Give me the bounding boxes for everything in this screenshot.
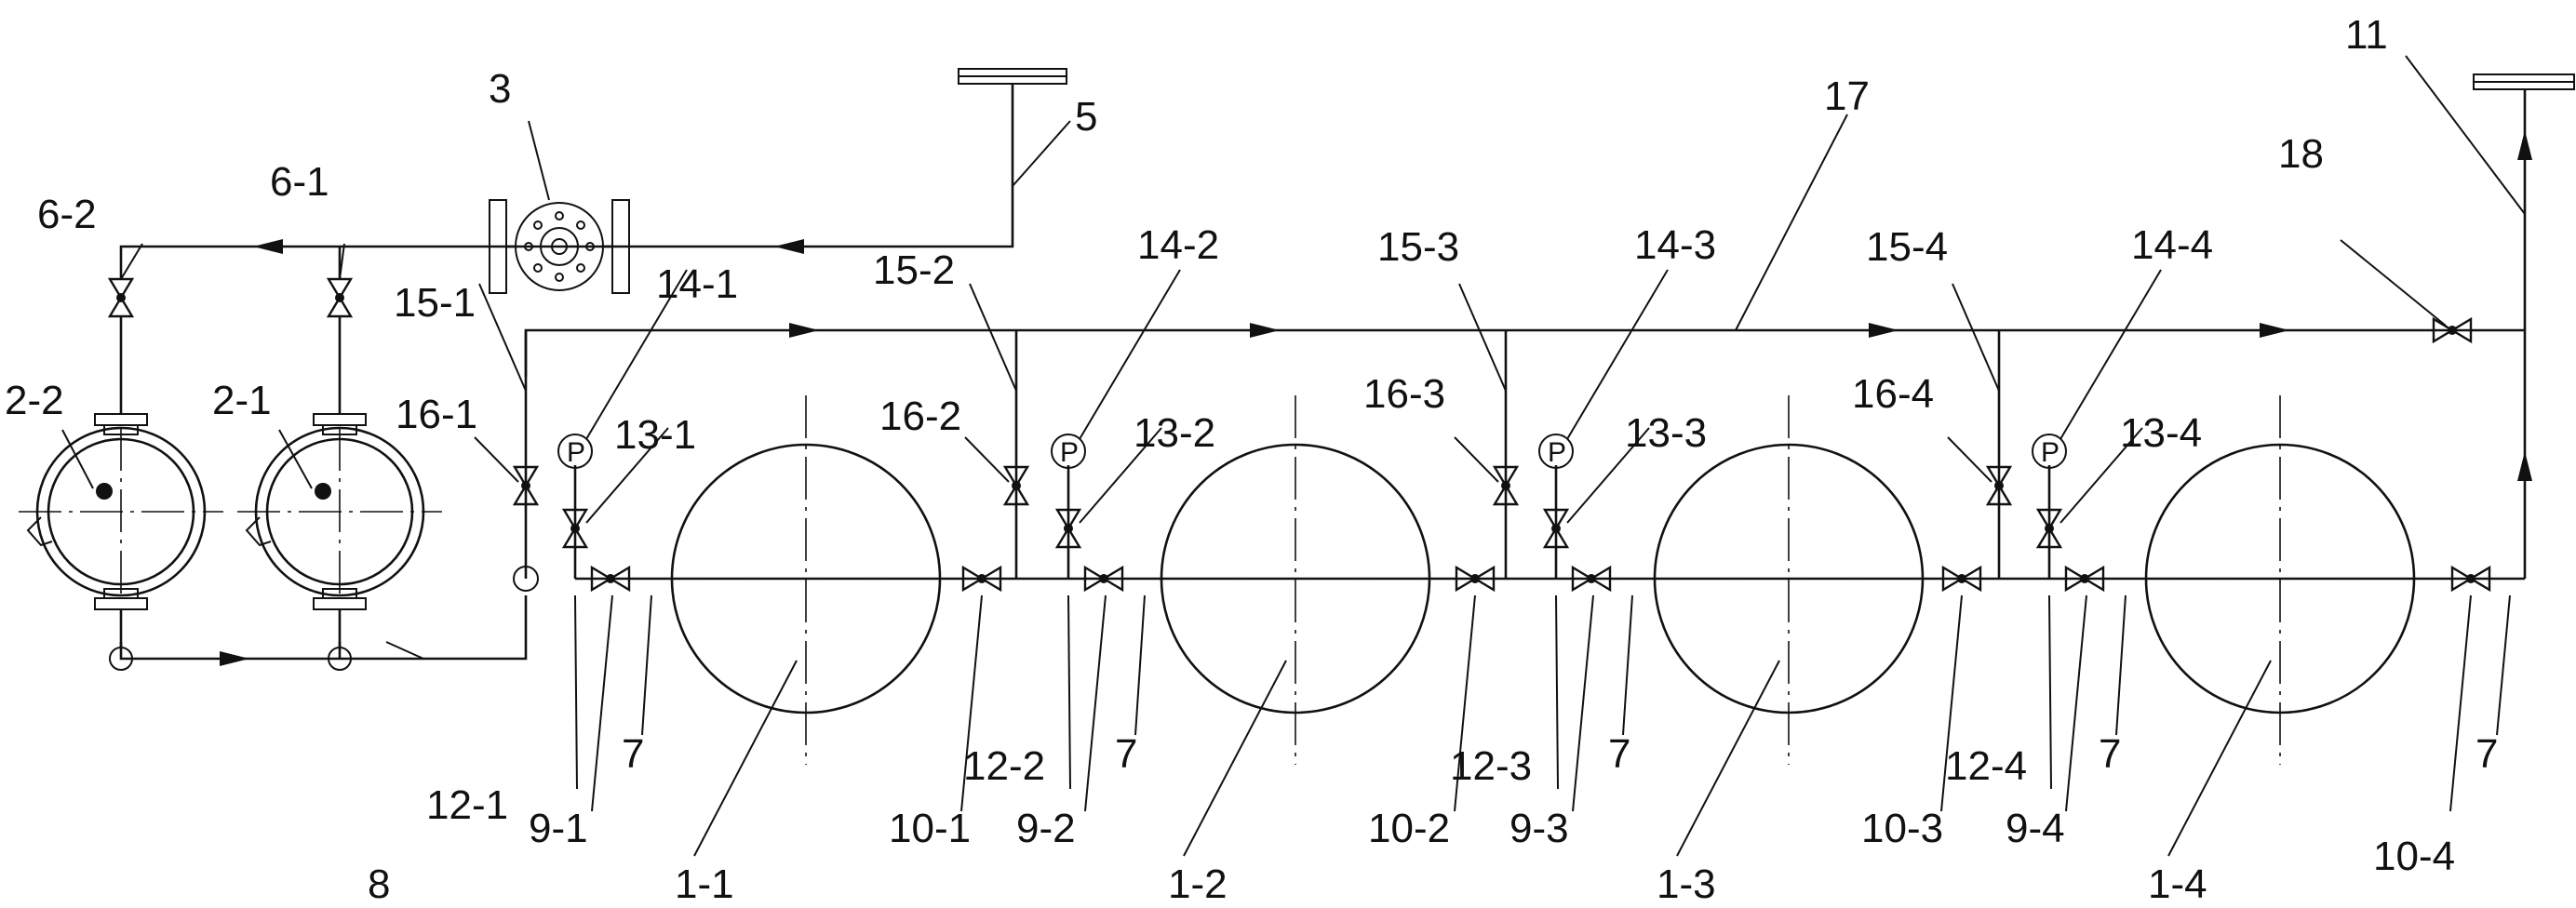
pressure-gauge-14-1: P (557, 434, 593, 469)
label-2-2: 2-2 (5, 378, 64, 423)
feed-flow-arrow-1 (774, 239, 804, 254)
label-16-1: 16-1 (396, 392, 477, 437)
outlet-flow-arrow-up-1 (2517, 130, 2532, 160)
unit-1: P (474, 269, 1002, 857)
leader-7-5 (2496, 594, 2511, 736)
label-1-2: 1-2 (1168, 861, 1228, 907)
valve-13-2 (1054, 508, 1082, 549)
label-8: 8 (368, 861, 390, 907)
label-14-1: 14-1 (656, 261, 738, 307)
label-11: 11 (2345, 12, 2388, 58)
unit-3: P (1454, 269, 1982, 857)
gauge-letter: P (567, 437, 585, 468)
label-10-2: 10-2 (1368, 806, 1450, 851)
gauge-letter: P (1548, 437, 1566, 468)
label-9-2: 9-2 (1016, 806, 1076, 851)
valve-9-2 (1083, 565, 1124, 593)
tank-1-3 (1621, 395, 1956, 765)
valve-13-3 (1542, 508, 1570, 549)
valve-16-1 (512, 465, 540, 506)
label-9-4: 9-4 (2006, 806, 2065, 851)
label-10-1: 10-1 (889, 806, 971, 851)
label-16-3: 16-3 (1363, 371, 1445, 417)
label-7-1: 7 (622, 731, 644, 777)
label-5: 5 (1075, 94, 1097, 140)
label-14-4: 14-4 (2131, 222, 2213, 268)
label-7-5: 7 (2475, 731, 2498, 777)
valve-10-4 (2450, 565, 2491, 593)
valve-13-1 (561, 508, 589, 549)
pressure-gauge-14-2: P (1051, 434, 1086, 469)
valve-9-1 (590, 565, 631, 593)
label-17: 17 (1824, 73, 1870, 119)
valve-16-2 (1002, 465, 1030, 506)
label-14-3: 14-3 (1634, 222, 1716, 268)
label-13-3: 13-3 (1625, 410, 1707, 456)
label-14-2: 14-2 (1137, 222, 1219, 268)
valve-6-2 (107, 277, 135, 318)
tank-1-1 (638, 395, 973, 765)
return-pipe-8 (119, 595, 528, 661)
label-12-1: 12-1 (426, 782, 508, 828)
tank-1-2 (1128, 395, 1463, 765)
gauge-letter: P (1060, 437, 1079, 468)
label-9-1: 9-1 (529, 806, 588, 851)
label-13-2: 13-2 (1134, 410, 1215, 456)
valve-9-3 (1571, 565, 1612, 593)
unit-4: P (1947, 269, 2491, 857)
label-18: 18 (2278, 131, 2324, 177)
label-1-3: 1-3 (1657, 861, 1716, 907)
pressure-gauge-14-4: P (2032, 434, 2067, 469)
outlet-flow-arrow-up-2 (2517, 451, 2532, 481)
gauge-letter: P (2041, 437, 2059, 468)
label-6-2: 6-2 (37, 192, 97, 237)
label-9-3: 9-3 (1509, 806, 1569, 851)
pump-2-2 (19, 316, 223, 648)
pressure-gauge-14-3: P (1538, 434, 1574, 469)
filter-3 (489, 199, 630, 294)
label-7-2: 7 (1115, 731, 1137, 777)
label-6-1: 6-1 (270, 159, 329, 205)
label-12-3: 12-3 (1450, 743, 1532, 789)
label-13-4: 13-4 (2120, 410, 2202, 456)
label-15-4: 15-4 (1866, 224, 1948, 270)
valve-6-1 (326, 277, 354, 318)
label-1-4: 1-4 (2148, 861, 2207, 907)
label-10-4: 10-4 (2373, 834, 2455, 879)
label-15-2: 15-2 (873, 247, 955, 293)
label-7-4: 7 (2099, 731, 2121, 777)
label-15-1: 15-1 (394, 280, 476, 326)
labels: 11 3 5 17 18 6-2 6-1 2-2 2-1 15-1 14-1 1… (5, 12, 2498, 907)
label-3: 3 (489, 66, 511, 112)
label-10-3: 10-3 (1861, 806, 1943, 851)
label-13-1: 13-1 (614, 412, 696, 458)
pump-2-1 (237, 316, 442, 648)
valve-16-3 (1492, 465, 1520, 506)
label-16-2: 16-2 (879, 394, 961, 439)
label-1-1: 1-1 (675, 861, 734, 907)
feed-flow-arrow-2 (253, 239, 283, 254)
unit-2: P (964, 269, 1496, 857)
valve-13-4 (2035, 508, 2063, 549)
label-12-2: 12-2 (963, 743, 1045, 789)
tank-1-4 (2113, 395, 2448, 765)
label-15-3: 15-3 (1377, 224, 1459, 270)
label-16-4: 16-4 (1852, 371, 1934, 417)
label-2-1: 2-1 (212, 378, 272, 423)
leader-lines (61, 55, 2526, 660)
label-12-4: 12-4 (1945, 743, 2027, 789)
valve-16-4 (1985, 465, 2013, 506)
label-7-3: 7 (1608, 731, 1630, 777)
valve-18 (2432, 316, 2473, 344)
valve-9-4 (2064, 565, 2105, 593)
header-pipe-17 (524, 328, 2525, 377)
